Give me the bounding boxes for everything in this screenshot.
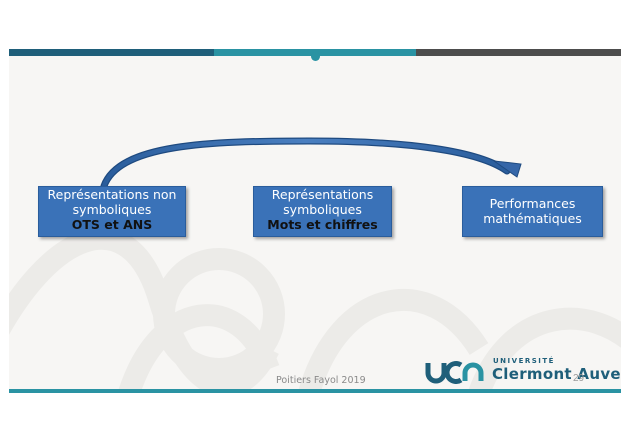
logo-university-label: UNIVERSITÉ <box>493 357 555 365</box>
box1-line3: OTS et ANS <box>71 217 153 232</box>
uca-logo-icon <box>425 361 484 384</box>
box-math-performance: Performances mathématiques <box>462 186 603 237</box>
box-symbolic-representations: Représentations symboliques Mots et chif… <box>253 186 392 237</box>
box2-line1: Représentations <box>271 187 374 202</box>
box-non-symbolic-representations: Représentations non symboliques OTS et A… <box>38 186 186 237</box>
box1-line1: Représentations non <box>47 187 177 202</box>
accent-dot <box>311 52 320 61</box>
box1-line2: symboliques <box>72 202 152 217</box>
box2-line3: Mots et chiffres <box>267 217 378 232</box>
footer-text: Poitiers Fayol 2019 <box>276 375 366 386</box>
background-decoration <box>9 227 621 393</box>
bottom-accent-bar <box>9 389 621 393</box>
logo-university-name: Clermont Auvergne <box>492 365 621 383</box>
curved-arrow <box>100 137 522 190</box>
university-logo: UNIVERSITÉ Clermont Auvergne <box>425 354 621 388</box>
box3-line1: Performances <box>489 196 576 211</box>
box2-line2: symboliques <box>283 202 362 217</box>
box3-line2: mathématiques <box>483 211 582 226</box>
page-number: 29 <box>573 373 585 384</box>
slide: Représentations non symboliques OTS et A… <box>9 49 621 393</box>
